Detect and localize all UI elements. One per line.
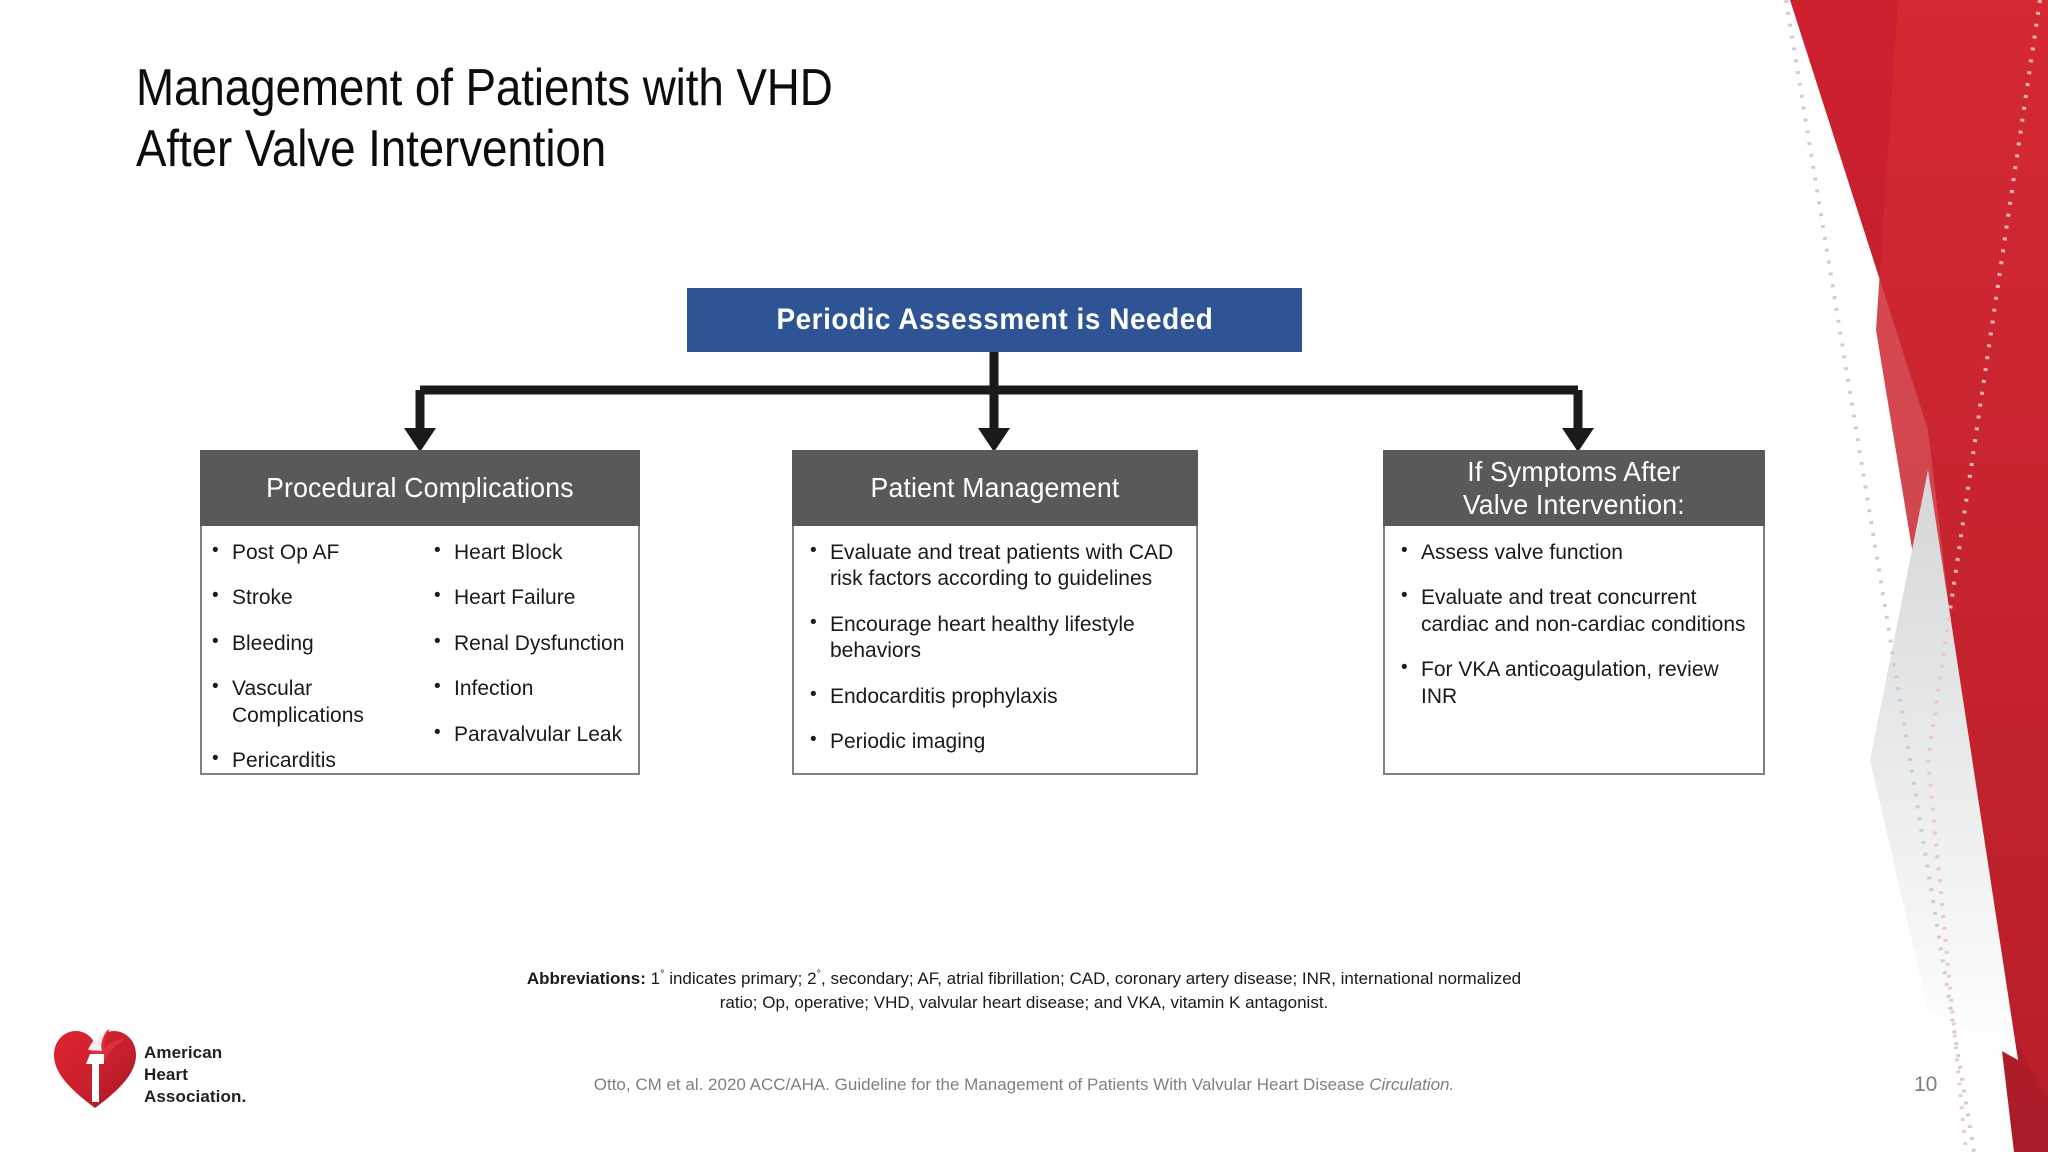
panel-patient-management: Patient Management Evaluate and treat pa… bbox=[792, 450, 1198, 775]
root-node-periodic-assessment[interactable]: Periodic Assessment is Needed bbox=[687, 288, 1302, 352]
page-title: Management of Patients with VHD After Va… bbox=[136, 59, 833, 178]
list-item: Heart Failure bbox=[428, 584, 628, 611]
list-item: Vascular Complications bbox=[206, 675, 428, 729]
list-item: Assess valve function bbox=[1395, 539, 1753, 566]
bullet-list: Heart Block Heart Failure Renal Dysfunct… bbox=[428, 539, 628, 748]
panel-body: Evaluate and treat patients with CAD ris… bbox=[792, 526, 1198, 775]
list-item: Pericarditis bbox=[206, 747, 428, 774]
heart-torch-icon bbox=[52, 1022, 138, 1110]
panel-column: Evaluate and treat patients with CAD ris… bbox=[804, 539, 1186, 763]
abbreviations-label: Abbreviations: bbox=[526, 969, 646, 988]
panel-column: Assess valve function Evaluate and treat… bbox=[1395, 539, 1753, 763]
panel-header: Procedural Complications bbox=[200, 450, 640, 526]
list-item: Paravalvular Leak bbox=[428, 721, 628, 748]
panel-body: Assess valve function Evaluate and treat… bbox=[1383, 526, 1765, 775]
list-item: Encourage heart healthy lifestyle behavi… bbox=[804, 611, 1186, 665]
list-item: For VKA anticoagulation, review INR bbox=[1395, 656, 1753, 710]
panel-body: Post Op AF Stroke Bleeding Vascular Comp… bbox=[200, 526, 640, 775]
panel-procedural-complications: Procedural Complications Post Op AF Stro… bbox=[200, 450, 640, 775]
panel-header-label: Patient Management bbox=[870, 472, 1120, 504]
list-item: Evaluate and treat concurrent cardiac an… bbox=[1395, 584, 1753, 638]
panel-header: Patient Management bbox=[792, 450, 1198, 526]
list-item: Post Op AF bbox=[206, 539, 428, 566]
list-item: Infection bbox=[428, 675, 628, 702]
bullet-list: Post Op AF Stroke Bleeding Vascular Comp… bbox=[206, 539, 428, 775]
abbreviations-text-1: 1 bbox=[645, 969, 661, 988]
panel-header: If Symptoms After Valve Intervention: bbox=[1383, 450, 1765, 526]
bullet-list: Evaluate and treat patients with CAD ris… bbox=[804, 539, 1186, 756]
list-item: Periodic imaging bbox=[804, 728, 1186, 755]
list-item: Heart Block bbox=[428, 539, 628, 566]
panel-column-left: Post Op AF Stroke Bleeding Vascular Comp… bbox=[206, 539, 428, 772]
aha-logo-text: American Heart Association. bbox=[144, 1043, 247, 1106]
degree-symbol-primary: ° bbox=[660, 968, 665, 981]
abbreviations-text-2: indicates primary; 2 bbox=[664, 969, 817, 988]
panel-column-right: Heart Block Heart Failure Renal Dysfunct… bbox=[428, 539, 628, 763]
decorative-ribbon bbox=[1778, 0, 2048, 1152]
abbreviations-note: Abbreviations: 1° indicates primary; 2°,… bbox=[524, 967, 1524, 1015]
panel-header-label: If Symptoms After Valve Intervention: bbox=[1463, 455, 1685, 520]
list-item: Evaluate and treat patients with CAD ris… bbox=[804, 539, 1186, 593]
degree-symbol-secondary: ° bbox=[816, 968, 821, 981]
list-item: Renal Dysfunction bbox=[428, 630, 628, 657]
root-node-label: Periodic Assessment is Needed bbox=[776, 303, 1213, 336]
citation-line: Otto, CM et al. 2020 ACC/AHA. Guideline … bbox=[424, 1075, 1624, 1095]
list-item: Bleeding bbox=[206, 630, 428, 657]
aha-logo: American Heart Association. bbox=[52, 1022, 267, 1112]
page-number: 10 bbox=[1914, 1073, 1938, 1096]
list-item: Stroke bbox=[206, 584, 428, 611]
list-item: Endocarditis prophylaxis bbox=[804, 683, 1186, 710]
abbreviations-text-3: , secondary; AF, atrial fibrillation; CA… bbox=[719, 969, 1522, 1013]
panel-header-label: Procedural Complications bbox=[266, 472, 574, 504]
bullet-list: Assess valve function Evaluate and treat… bbox=[1395, 539, 1753, 710]
citation-journal: Circulation. bbox=[1369, 1075, 1455, 1094]
panel-if-symptoms-after-valve-intervention: If Symptoms After Valve Intervention: As… bbox=[1383, 450, 1765, 775]
citation-text: Otto, CM et al. 2020 ACC/AHA. Guideline … bbox=[593, 1075, 1370, 1094]
